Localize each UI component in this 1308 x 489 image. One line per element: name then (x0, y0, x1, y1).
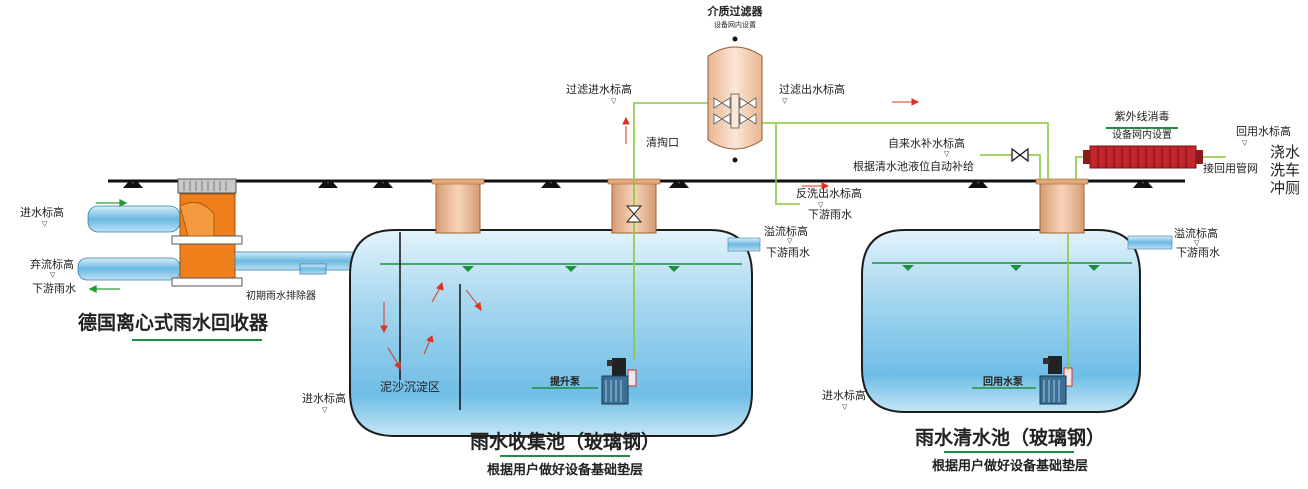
filter-out-label: 过滤出水标高 (779, 82, 845, 96)
makeup-level-label: 自来水补水标高 (888, 136, 965, 150)
sediment-label: 泥沙沉淀区 (380, 380, 440, 394)
makeup-mark: ▽ (944, 150, 950, 158)
clear-tank-sub: 根据用户做好设备基础垫层 (932, 458, 1088, 474)
reuse-pump-icon (1039, 356, 1073, 405)
makeup-valve-icon (1011, 147, 1029, 163)
flow-arrow-icon (88, 198, 128, 294)
makeup-auto-label: 根据清水池液位自动补给 (853, 159, 974, 173)
uv-note: 设备网内设置 (1112, 128, 1172, 141)
overflow-label-1: 溢流标高 (764, 224, 808, 238)
filter-in-mark: ▽ (611, 97, 617, 105)
uv-title: 紫外线消毒 (1115, 109, 1170, 123)
filter-in-label: 过滤进水标高 (566, 82, 632, 96)
backwash-downstream: 下游雨水 (808, 208, 852, 221)
filter-title: 介质过滤器 (707, 4, 764, 18)
clear-water-tank (861, 178, 1173, 413)
reuse-level-label: 回用水标高 (1236, 124, 1291, 138)
tank2-inlet-label: 进水标高 (822, 388, 866, 402)
first-flush-label: 初期雨水排除器 (246, 289, 316, 302)
collector-title: 德国离心式雨水回收器 (78, 311, 269, 334)
backwash-label: 反洗出水标高 (796, 186, 862, 200)
reuse-pump-label: 回用水泵 (983, 375, 1024, 388)
collector-inlet-mark: ▽ (42, 220, 48, 228)
discard-downstream: 下游雨水 (32, 282, 76, 295)
overflow-mark-2: ▽ (1194, 239, 1200, 247)
collection-tank (349, 178, 761, 437)
collection-tank-sub: 根据用户做好设备基础垫层 (487, 462, 643, 478)
overflow-label-2: 溢流标高 (1174, 226, 1218, 240)
tank1-inlet-label: 进水标高 (302, 391, 346, 405)
to-pipe-label: 接回用管网 (1203, 161, 1258, 175)
tank1-inlet-mark: ▽ (322, 406, 328, 414)
ground-marks (123, 180, 1153, 188)
collector-unit (77, 178, 393, 297)
filter-out-mark: ▽ (782, 97, 788, 105)
discard-mark: ▽ (50, 271, 56, 279)
cleanout-valve-icon (625, 205, 643, 223)
tank2-inlet-mark: ▽ (842, 403, 848, 411)
reuse-mark: ▽ (1242, 139, 1248, 147)
cleanout-label: 清掏口 (646, 135, 679, 149)
overflow-downstream-2: 下游雨水 (1176, 246, 1220, 259)
pipe-network (633, 102, 1226, 370)
filter-note: 设备网内设置 (714, 20, 756, 29)
uv-disinfector (1083, 145, 1203, 169)
use-toilet: 冲厕 (1270, 179, 1300, 197)
lift-pump-label: 提升泵 (550, 375, 581, 388)
use-carwash: 洗车 (1270, 161, 1300, 179)
backwash-mark: ▽ (818, 201, 824, 209)
collection-tank-title: 雨水收集池（玻璃钢） (470, 430, 660, 453)
discard-label: 弃流标高 (30, 257, 74, 271)
media-filter (707, 36, 763, 163)
collector-inlet-label: 进水标高 (20, 205, 64, 219)
use-watering: 浇水 (1270, 143, 1300, 161)
lift-pump-icon (601, 358, 637, 405)
overflow-downstream-1: 下游雨水 (766, 246, 810, 259)
overflow-mark-1: ▽ (787, 237, 793, 245)
clear-tank-title: 雨水清水池（玻璃钢） (915, 426, 1105, 449)
